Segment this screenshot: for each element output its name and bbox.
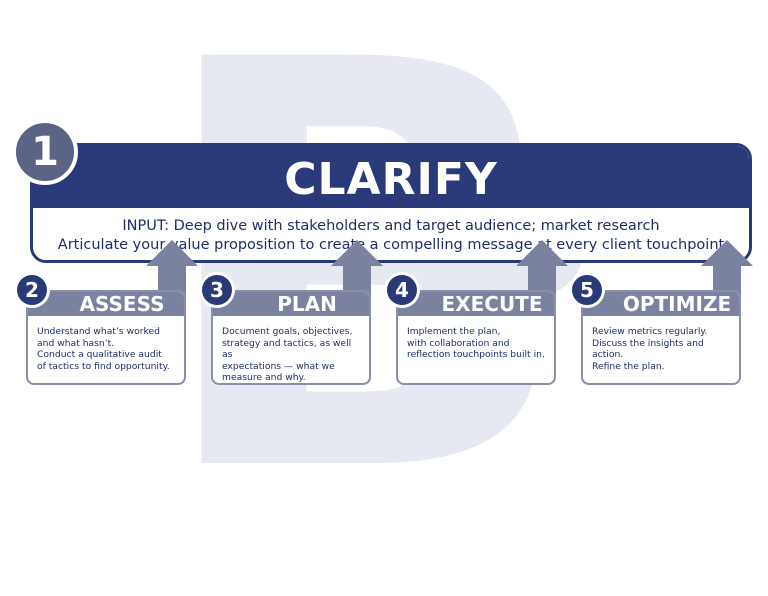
step-card-header <box>213 292 369 316</box>
step-card-assess: ASSESS Understand what’s worked and what… <box>14 272 186 385</box>
step-label: OPTIMIZE <box>622 292 732 316</box>
step-description: Implement the plan, with collaboration a… <box>407 326 545 360</box>
clarify-value-proposition-text: Articulate your value proposition to cre… <box>57 237 725 253</box>
step-card-plan: PLAN Document goals, objectives, strateg… <box>199 272 371 385</box>
step-number-badge-5: 5 <box>569 272 605 308</box>
step-label: EXECUTE <box>441 292 543 316</box>
arrow-execute-to-clarify <box>516 240 568 300</box>
step-description: Understand what’s worked and what hasn’t… <box>37 326 170 372</box>
step-card-body: ASSESS Understand what’s worked and what… <box>26 290 186 385</box>
arrow-optimize-to-clarify <box>701 240 753 300</box>
arrow-assess-to-clarify <box>146 240 198 300</box>
flow-arrows <box>146 240 753 300</box>
step-card-header <box>28 292 184 316</box>
step-description: Review metrics regularly. Discuss the in… <box>592 326 708 372</box>
step-number-badge-2: 2 <box>14 272 50 308</box>
step-label: ASSESS <box>79 292 165 316</box>
clarify-panel: CLARIFY INPUT: Deep dive with stakeholde… <box>30 143 752 263</box>
step-card-optimize: OPTIMIZE Review metrics regularly. Discu… <box>569 272 741 385</box>
step-number-badge-3: 3 <box>199 272 235 308</box>
arrow-plan-to-clarify <box>331 240 383 300</box>
step-card-body: PLAN Document goals, objectives, strateg… <box>211 290 371 385</box>
step-card-header <box>583 292 739 316</box>
step-card-execute: EXECUTE Implement the plan, with collabo… <box>384 272 556 385</box>
clarify-input-text: INPUT: Deep dive with stakeholders and t… <box>122 218 660 234</box>
step-number-badge-1: 1 <box>12 119 78 185</box>
step-card-body: EXECUTE Implement the plan, with collabo… <box>396 290 556 385</box>
step-label: PLAN <box>277 292 337 316</box>
step-card-body: OPTIMIZE Review metrics regularly. Discu… <box>581 290 741 385</box>
clarify-title: CLARIFY <box>284 154 498 205</box>
step-number-badge-4: 4 <box>384 272 420 308</box>
step-card-header <box>398 292 554 316</box>
clarify-header-bar <box>33 146 749 208</box>
step-description: Document goals, objectives, strategy and… <box>222 326 353 383</box>
